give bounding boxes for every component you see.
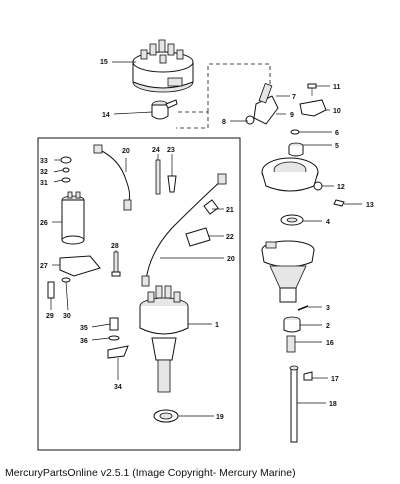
screw-35-part	[109, 317, 119, 331]
callout-30: 30	[63, 313, 71, 320]
spark-wire-20-part	[141, 173, 227, 287]
callout-1: 1	[215, 322, 219, 329]
callout-31: 31	[40, 180, 48, 187]
leader-lines	[50, 61, 362, 417]
callout-14: 14	[102, 112, 110, 119]
breaker-plate-part	[261, 157, 319, 192]
clamp-34-part	[107, 345, 129, 359]
plug-21-part	[203, 199, 219, 215]
screw-11-part	[307, 83, 317, 96]
callout-5: 5	[335, 143, 339, 150]
washer-6-part	[290, 129, 300, 135]
screw-29-part	[47, 281, 55, 299]
callout-2: 2	[326, 323, 330, 330]
clip-22-part	[185, 227, 211, 247]
clip-17-part	[303, 371, 313, 381]
callout-11: 11	[333, 84, 341, 91]
shaft-18-part	[289, 365, 299, 443]
callout-15: 15	[100, 59, 108, 66]
washer-30-part	[61, 277, 71, 283]
callout-7: 7	[292, 94, 296, 101]
distributor-cap-part	[132, 39, 194, 93]
image-caption: MercuryPartsOnline v2.5.1 (Image Copyrig…	[5, 467, 296, 479]
ignition-coil-26-part	[61, 191, 85, 245]
callout-9: 9	[290, 112, 294, 119]
callout-6: 6	[335, 130, 339, 137]
callout-29: 29	[46, 313, 54, 320]
callout-13: 13	[366, 202, 374, 209]
callout-33: 33	[40, 158, 48, 165]
callout-20-upper: 20	[122, 148, 130, 155]
callout-20-lower: 20	[227, 256, 235, 263]
callout-26: 26	[40, 220, 48, 227]
distributor-exploded-diagram: 15 14 7 8 9 11 10 6 5 12 13 4 3 2 16 17 …	[37, 39, 374, 451]
callout-28: 28	[111, 243, 119, 250]
callout-3: 3	[326, 305, 330, 312]
distributor-assembly-1-part	[139, 285, 189, 393]
callout-35: 35	[80, 325, 88, 332]
callout-22: 22	[226, 234, 234, 241]
callout-8: 8	[222, 119, 226, 126]
callout-24: 24	[152, 147, 160, 154]
callout-34: 34	[114, 384, 122, 391]
bracket-10-part	[299, 99, 327, 117]
boot-23-part	[167, 175, 177, 193]
callout-21: 21	[226, 207, 234, 214]
ignition-kit-box	[37, 137, 241, 451]
drive-gear-2-part	[283, 316, 301, 333]
dashed-group-line	[176, 63, 271, 129]
bushing-5-part	[288, 142, 304, 157]
callout-17: 17	[331, 376, 339, 383]
spring-16-part	[286, 335, 296, 353]
callout-10: 10	[333, 108, 341, 115]
screw-13-part	[333, 199, 345, 207]
coil-wire-20-part	[93, 144, 132, 211]
distributor-housing-part	[261, 240, 315, 303]
callout-27: 27	[40, 263, 48, 270]
coil-bracket-27-part	[59, 255, 101, 277]
rotor-part	[151, 99, 178, 120]
callout-36: 36	[80, 338, 88, 345]
bolt-28-part	[111, 251, 121, 277]
small-parts-31-33	[60, 156, 72, 183]
callout-23: 23	[167, 147, 175, 154]
callout-4: 4	[326, 219, 330, 226]
vacuum-advance-part	[245, 83, 279, 125]
callout-32: 32	[40, 169, 48, 176]
callout-18: 18	[329, 401, 337, 408]
pin-3-part	[297, 305, 309, 311]
felt-12-part	[313, 181, 323, 191]
rod-24-part	[155, 159, 161, 195]
callout-16: 16	[326, 340, 334, 347]
washer-36-part	[108, 335, 120, 341]
seal-19-part	[153, 409, 179, 423]
callout-19: 19	[216, 414, 224, 421]
callout-12: 12	[337, 184, 345, 191]
seal-4-part	[280, 214, 304, 226]
